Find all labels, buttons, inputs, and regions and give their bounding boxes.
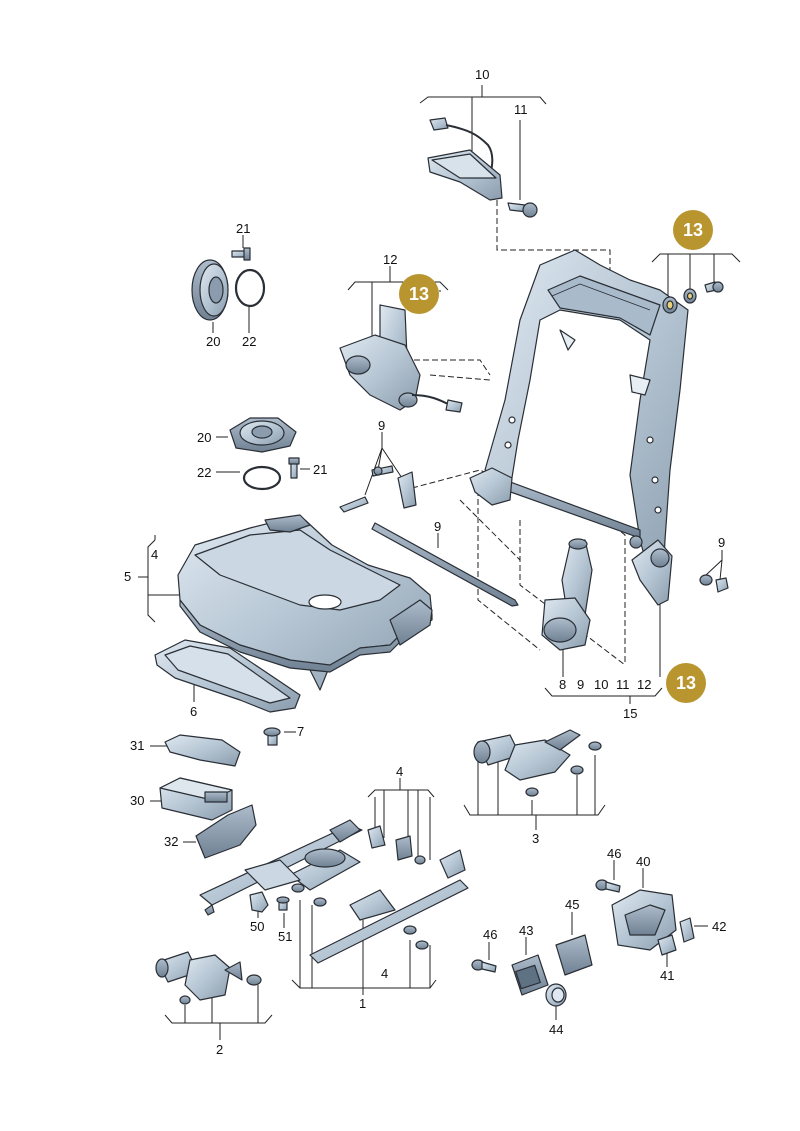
callout-32: 32 (164, 834, 179, 849)
part-21-bolt-top (231, 247, 251, 261)
callout-9-right: 9 (718, 535, 726, 550)
callout-2: 2 (216, 1042, 224, 1057)
part-43-switch (511, 954, 549, 996)
callout-9-mid: 9 (378, 418, 386, 433)
callout-22-lower: 22 (197, 465, 212, 480)
callout-22-top: 22 (242, 334, 257, 349)
parts (154, 117, 729, 1007)
callout-51: 51 (278, 929, 293, 944)
callout-44: 44 (549, 1022, 564, 1037)
part-31-bracket (164, 734, 241, 767)
part-8-motor (541, 538, 593, 651)
part-9-nuts-right (699, 574, 729, 593)
callout-12-bottom: 12 (637, 677, 652, 692)
highlight-badge-13-bottom[interactable]: 13 (666, 663, 706, 703)
callout-30: 30 (130, 793, 145, 808)
part-9-rod (371, 522, 519, 607)
callout-10-bottom: 10 (594, 677, 609, 692)
part-12-recliner (339, 304, 463, 413)
part-51-bolt (276, 896, 290, 911)
callout-5: 5 (124, 569, 132, 584)
part-46-screw-lower (471, 959, 497, 973)
part-44-cap (545, 983, 567, 1007)
part-40-switch-housing (611, 889, 677, 951)
callout-21-top: 21 (236, 221, 251, 236)
part-21-bolt-lower (288, 457, 300, 479)
callout-43: 43 (519, 923, 534, 938)
part-32-bracket (195, 804, 257, 859)
callout-4-rail-bottom: 4 (381, 966, 389, 981)
callout-20-top: 20 (206, 334, 221, 349)
callout-9-bottom: 9 (577, 677, 585, 692)
part-30-control-unit (159, 777, 233, 821)
part-2-motor (155, 951, 262, 1005)
callout-20-lower: 20 (197, 430, 212, 445)
part-45-switch (555, 934, 593, 976)
part-46-screw-upper (595, 879, 621, 893)
callout-7: 7 (297, 724, 305, 739)
callout-11-bottom: 11 (616, 677, 630, 692)
callout-21-lower: 21 (313, 462, 328, 477)
callout-12: 12 (383, 252, 398, 267)
part-41-button (657, 934, 677, 956)
callout-40: 40 (636, 854, 651, 869)
callout-11: 11 (514, 102, 528, 117)
callout-46-upper: 46 (607, 846, 622, 861)
part-22-ring-top (234, 268, 266, 308)
callout-46-lower: 46 (483, 927, 498, 942)
highlight-badge-13-right[interactable]: 13 (673, 210, 713, 250)
part-6-cover (154, 639, 301, 713)
part-50-clip (249, 891, 269, 913)
part-1-seat-rails (199, 819, 469, 964)
callout-3: 3 (532, 831, 540, 846)
callout-42: 42 (712, 919, 727, 934)
callout-45: 45 (565, 897, 580, 912)
part-20-motor-top (191, 259, 229, 321)
callout-15: 15 (623, 706, 638, 721)
part-10-sensor (427, 117, 503, 201)
part-11-screw (507, 202, 538, 218)
callout-6: 6 (190, 704, 198, 719)
callout-10: 10 (475, 67, 490, 82)
part-20-motor-lower (229, 417, 297, 453)
callout-9-rod: 9 (434, 519, 442, 534)
callout-41: 41 (660, 968, 675, 983)
part-22-ring-lower (242, 465, 282, 491)
callout-1: 1 (359, 996, 367, 1011)
callout-8: 8 (559, 677, 567, 692)
callout-4-rail-top: 4 (396, 764, 404, 779)
backrest-frame (469, 249, 689, 606)
part-42-knob (679, 917, 695, 943)
callout-4-seat: 4 (151, 547, 159, 562)
callout-50: 50 (250, 919, 265, 934)
part-9-hardware-mid (339, 465, 417, 513)
callout-31: 31 (130, 738, 145, 753)
part-13-hardware (662, 281, 724, 314)
leader-lines (138, 85, 741, 1040)
part-7-screw (263, 727, 281, 746)
highlight-badge-13-left[interactable]: 13 (399, 274, 439, 314)
seat-pan (177, 514, 433, 691)
part-3-motor-assembly (473, 729, 602, 797)
